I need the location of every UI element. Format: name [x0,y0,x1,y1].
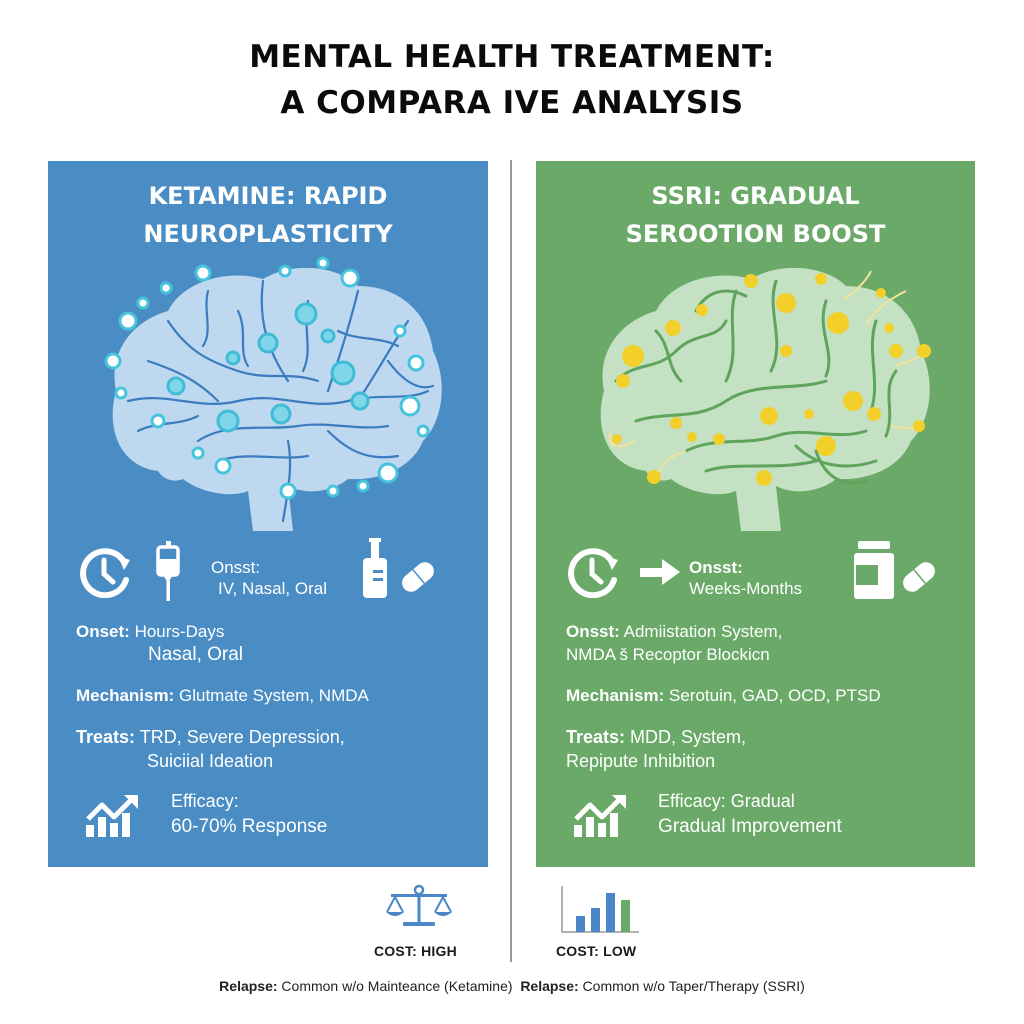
ketamine-mechanism-value: Glutmate System, NMDA [178,686,369,705]
ketamine-route-label: Onsst: [211,558,261,577]
ketamine-route-value: IV, Nasal, Oral [218,579,327,598]
ssri-onset: Onsst: Admiistation System, [566,620,782,644]
ketamine-treats-value-2: Suiciial Ideation [147,751,274,771]
ssri-treats: Treats: MDD, System, [566,725,746,749]
ketamine-heading: KETAMINE: RAPID NEUROPLASTICITY [48,177,488,253]
ketamine-mechanism-label: Mechanism: [76,686,175,705]
ssri-treats-label: Treats: [566,727,626,747]
title-line-2: A COMPARA IVE ANALYSIS [280,85,744,121]
brain-serotonin-icon [600,267,931,531]
page-title: MENTAL HEALTH TREATMENT: A COMPARA IVE A… [0,34,1024,126]
ketamine-onset-label: Onset: [76,622,130,641]
ketamine-treats: Treats: TRD, Severe Depression, [76,725,345,749]
ssri-heading: SSRI: GRADUAL SEROOTION BOOST [536,177,975,253]
ssri-treats-value: MDD, System, [630,727,747,747]
ketamine-treats-value: TRD, Severe Depression, [139,727,345,747]
brain-neural-network-icon [104,256,442,531]
title-line-1: MENTAL HEALTH TREATMENT: [249,39,775,75]
ssri-relapse-label: Relapse: [520,978,579,994]
ssri-onset-value-2: NMDA š Recoptor Blockicn [566,645,770,664]
ketamine-onset-value: Hours-Days [134,622,225,641]
ketamine-efficacy-label: Efficacy: [171,791,239,811]
ssri-mechanism-value: Serotuin, GAD, OCD, PTSD [668,686,881,705]
ketamine-relapse-text: Common w/o Mainteance (Ketamine) [277,978,513,994]
ssri-cost-label: COST: LOW [556,943,637,959]
ketamine-heading-line-1: KETAMINE: RAPID [148,182,388,210]
ssri-mechanism: Mechanism: Serotuin, GAD, OCD, PTSD [566,684,881,708]
iv-drip-icon [156,541,180,601]
pill-bottle-icon [854,541,894,599]
arrow-right-icon [640,559,680,585]
pill-icon [402,562,434,592]
center-divider [510,160,512,962]
ssri-onset-value: Admiistation System, [623,622,783,641]
ssri-treats-value-2: Repipute Inhibition [566,751,716,771]
bar-chart-icon [561,886,639,933]
ketamine-mechanism: Mechanism: Glutmate System, NMDA [76,684,369,708]
ketamine-panel: KETAMINE: RAPID NEUROPLASTICITY [48,161,488,867]
ketamine-cost-label: COST: HIGH [374,943,457,959]
nasal-spray-icon [363,538,387,598]
ssri-panel: SSRI: GRADUAL SEROOTION BOOST [536,161,975,867]
ssri-route-label: Onsst: [689,558,743,577]
pill-icon [903,562,935,592]
relapse-footer: Relapse: Common w/o Mainteance (Ketamine… [0,978,1024,994]
growth-chart-icon [86,795,138,837]
ketamine-treats-label: Treats: [76,727,136,747]
ssri-mechanism-label: Mechanism: [566,686,665,705]
ketamine-onset: Onset: Hours-Days [76,620,224,644]
ssri-route-value: Weeks-Months [689,579,803,598]
ssri-relapse-text: Common w/o Taper/Therapy (SSRI) [578,978,805,994]
ssri-heading-line-1: SSRI: GRADUAL [651,182,860,210]
ssri-heading-line-2: SEROOTION BOOST [625,220,886,248]
ketamine-onset-value-2: Nasal, Oral [148,644,244,665]
ssri-onset-label: Onsst: [566,622,620,641]
growth-chart-icon [574,795,626,837]
scales-icon [386,884,452,926]
clock-refresh-icon [568,548,618,598]
clock-refresh-icon [80,548,130,598]
ketamine-heading-line-2: NEUROPLASTICITY [143,220,393,248]
ketamine-relapse-label: Relapse: [219,978,278,994]
ssri-efficacy-label: Efficacy: Gradual [658,791,795,811]
ssri-efficacy-value: Gradual Improvement [658,816,842,837]
ketamine-efficacy-value: 60-70% Response [171,816,328,837]
